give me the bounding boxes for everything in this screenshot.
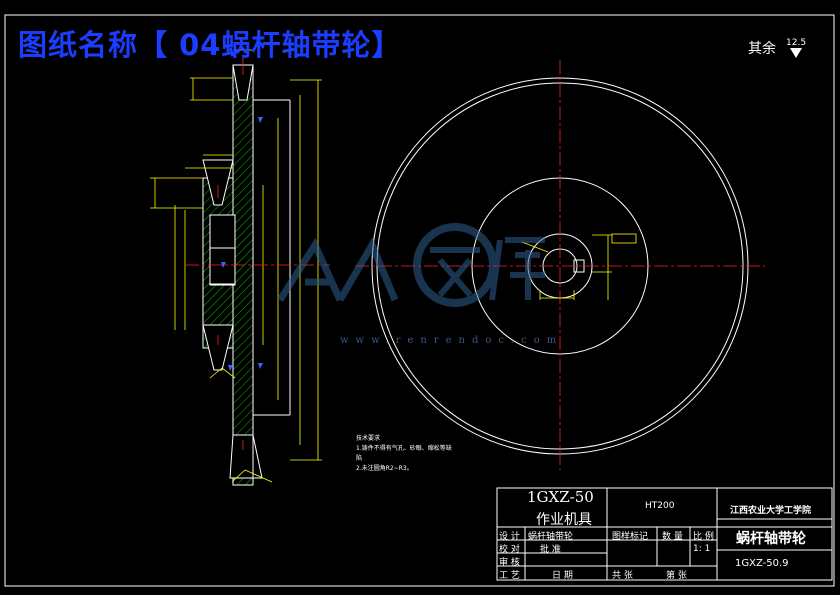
label-review: 审 核 xyxy=(499,558,520,568)
watermark-logo xyxy=(277,223,545,307)
groove-lower xyxy=(202,324,234,371)
material: HT200 xyxy=(645,501,675,511)
label-process: 工 艺 xyxy=(499,571,520,581)
front-view xyxy=(355,60,765,470)
drawing-number-large: 1GXZ-50 xyxy=(527,488,594,506)
part-name: 蜗杆轴带轮 xyxy=(736,531,806,547)
bore xyxy=(209,214,236,286)
roughness-label: 其余 xyxy=(748,41,776,57)
roughness-symbol-icon xyxy=(790,48,802,58)
label-total-sheets: 共 张 xyxy=(612,571,633,581)
roughness-value: 12.5 xyxy=(786,38,807,48)
notes-line: 2.未注圆角R2~R3。 xyxy=(356,465,413,472)
scale-value: 1: 1 xyxy=(693,544,711,554)
part-group: 作业机具 xyxy=(536,512,592,528)
label-std-mark: 图样标记 xyxy=(612,532,649,542)
drawing-number: 1GXZ-50.9 xyxy=(735,558,789,569)
notes-line: 陷 xyxy=(356,455,363,462)
front-dimensions xyxy=(521,233,637,300)
label-ratio: 比 例 xyxy=(693,532,714,542)
label-approve: 批 准 xyxy=(540,545,561,555)
notes-heading: 技术要求 xyxy=(356,435,381,442)
groove-top xyxy=(232,64,254,101)
drawing-title: 图纸名称【 04蜗杆轴带轮】 xyxy=(18,28,402,62)
school-name: 江西农业大学工学院 xyxy=(730,506,812,516)
notes-line: 1.铸件不得有气孔、砂眼、缩松等缺 xyxy=(356,445,452,452)
watermark-url: www.renrendoc.com xyxy=(340,335,564,346)
label-quantity: 数 量 xyxy=(662,532,683,542)
title-block-grid xyxy=(496,487,833,581)
keyway xyxy=(209,247,236,285)
drawing-frame xyxy=(4,14,835,587)
groove-bottom xyxy=(229,434,263,479)
front-centerlines xyxy=(355,60,765,470)
technical-notes: 技术要求 1.铸件不得有气孔、砂眼、缩松等缺 陷 2.未注圆角R2~R3。 xyxy=(356,434,452,474)
label-date: 日 期 xyxy=(552,571,573,581)
designer-name: 蜗杆轴带轮 xyxy=(528,532,574,542)
roughness-marks xyxy=(221,117,263,371)
web-section xyxy=(232,64,254,486)
label-check: 校 对 xyxy=(499,545,520,555)
label-design: 设 计 xyxy=(499,532,520,542)
label-sheet-no: 第 张 xyxy=(666,571,687,581)
section-view xyxy=(150,49,330,486)
hub-circle xyxy=(527,233,593,299)
groove-upper xyxy=(202,159,234,206)
